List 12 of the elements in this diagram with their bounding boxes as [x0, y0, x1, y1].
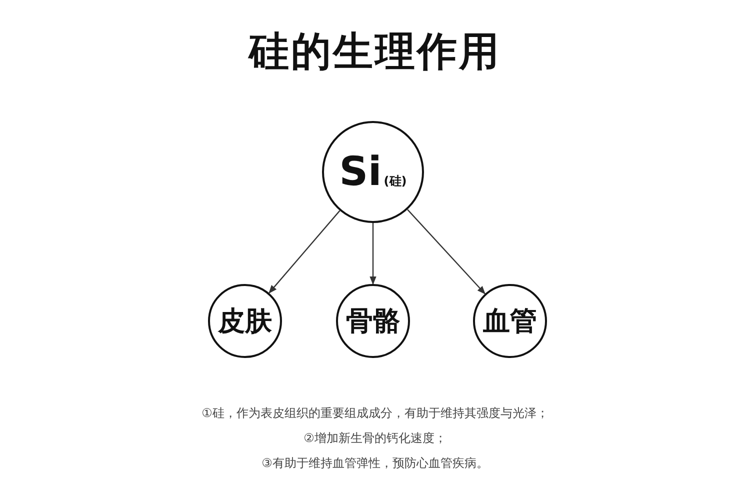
note-text: ②增加新生骨的钙化速度；	[304, 431, 446, 445]
node-label: 皮肤	[218, 305, 272, 339]
element-symbol: Si	[339, 149, 382, 195]
title: 硅的生理作用	[247, 28, 502, 77]
note-text: ③有助于维持血管弹性，预防心血管疾病。	[262, 456, 488, 470]
node-label: 骨骼	[346, 305, 400, 339]
node-label: 血管	[483, 305, 537, 339]
arrow	[370, 223, 376, 285]
arrow	[407, 209, 486, 294]
note-text: ①硅，作为表皮组织的重要组成成分，有助于维持其强度与光泽；	[202, 406, 548, 420]
element-name: (硅)	[384, 173, 407, 190]
arrow	[268, 210, 340, 294]
